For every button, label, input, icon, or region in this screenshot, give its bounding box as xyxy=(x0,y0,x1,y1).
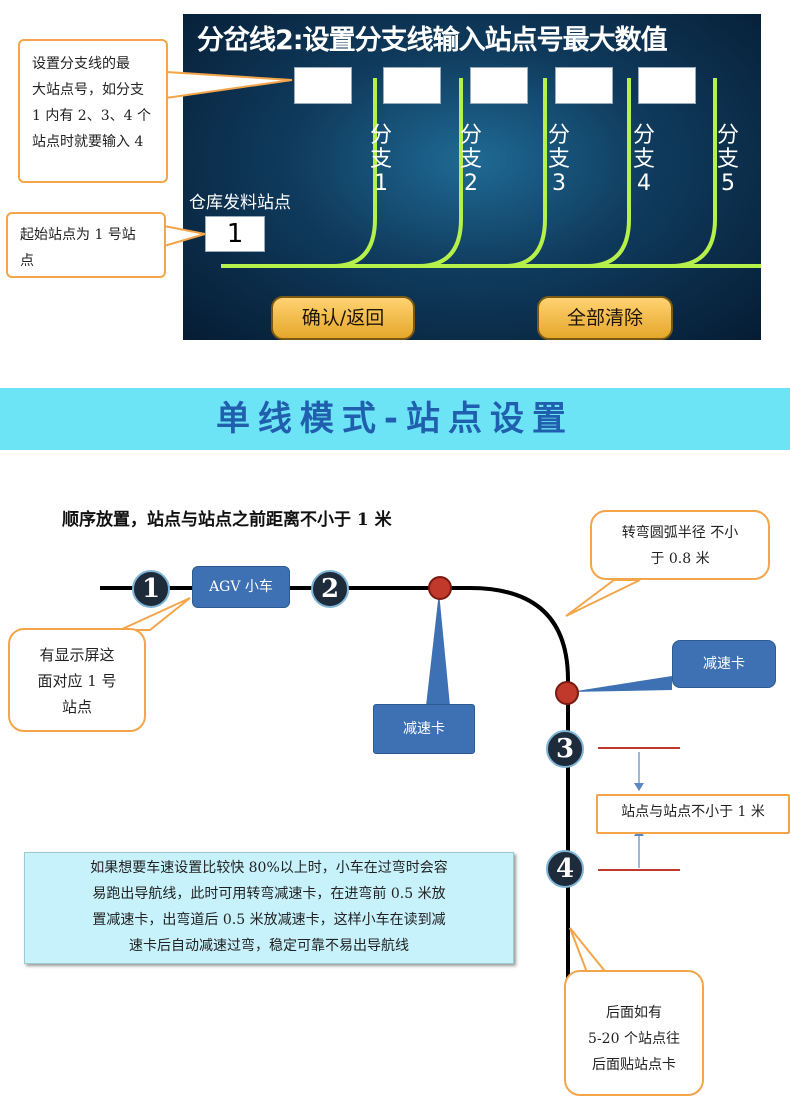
station-4-marker: 4 xyxy=(546,850,584,888)
branch-track-1 xyxy=(332,78,377,268)
turn-radius-callout: 转弯圆弧半径 不小 于 0.8 米 xyxy=(590,510,770,580)
branch-track-2 xyxy=(418,78,463,268)
branch-3-max-input[interactable] xyxy=(470,67,528,104)
decel-card-dot-straight xyxy=(428,576,452,600)
warehouse-station-label: 仓库发料站点 xyxy=(189,193,291,213)
section-subtitle: 顺序放置，站点与站点之前距离不小于 1 米 xyxy=(62,510,392,530)
branch-track-5 xyxy=(670,78,717,268)
station-2-marker: 2 xyxy=(311,570,349,608)
start-station-callout: 起始站点为 1 号站 点 xyxy=(6,212,166,278)
section-banner: 单线模式-站点设置 xyxy=(0,388,790,450)
panel-title: 分岔线2:设置分支线输入站点号最大数值 xyxy=(197,25,668,56)
branch-4-max-input[interactable] xyxy=(555,67,613,104)
branch-tracks xyxy=(221,78,761,268)
branch-1-max-input[interactable] xyxy=(294,67,352,104)
branch-track-3 xyxy=(504,78,547,268)
max-station-callout: 设置分支线的最 大站点号，如分支 1 内有 2、3、4 个 站点时就要输入 4 xyxy=(18,39,168,183)
clear-all-button[interactable]: 全部清除 xyxy=(537,296,673,340)
station-1-marker: 1 xyxy=(132,570,170,608)
later-stations-callout: 后面如有 5-20 个站点往 后面贴站点卡 xyxy=(564,970,704,1096)
agv-cart: AGV 小车 xyxy=(192,566,290,608)
branch-5-max-input[interactable] xyxy=(638,67,696,104)
spacing-label: 站点与站点不小于 1 米 xyxy=(596,794,790,834)
decel-card-label-right: 减速卡 xyxy=(672,640,776,688)
speed-note: 如果想要车速设置比较快 80%以上时，小车在过弯时会容 易跑出导航线，此时可用转… xyxy=(24,852,514,964)
branch-track-4 xyxy=(586,78,631,268)
warehouse-station-input[interactable]: 1 xyxy=(205,216,265,252)
station-3-marker: 3 xyxy=(546,730,584,768)
decel-card-dot-curve xyxy=(555,681,579,705)
confirm-return-button[interactable]: 确认/返回 xyxy=(271,296,415,340)
branch-2-max-input[interactable] xyxy=(383,67,441,104)
display-screen-callout: 有显示屏这 面对应 1 号 站点 xyxy=(8,628,146,732)
banner-title: 单线模式-站点设置 xyxy=(215,399,575,439)
decel-card-label-bottom: 减速卡 xyxy=(373,704,475,754)
guide-track xyxy=(100,586,570,1010)
